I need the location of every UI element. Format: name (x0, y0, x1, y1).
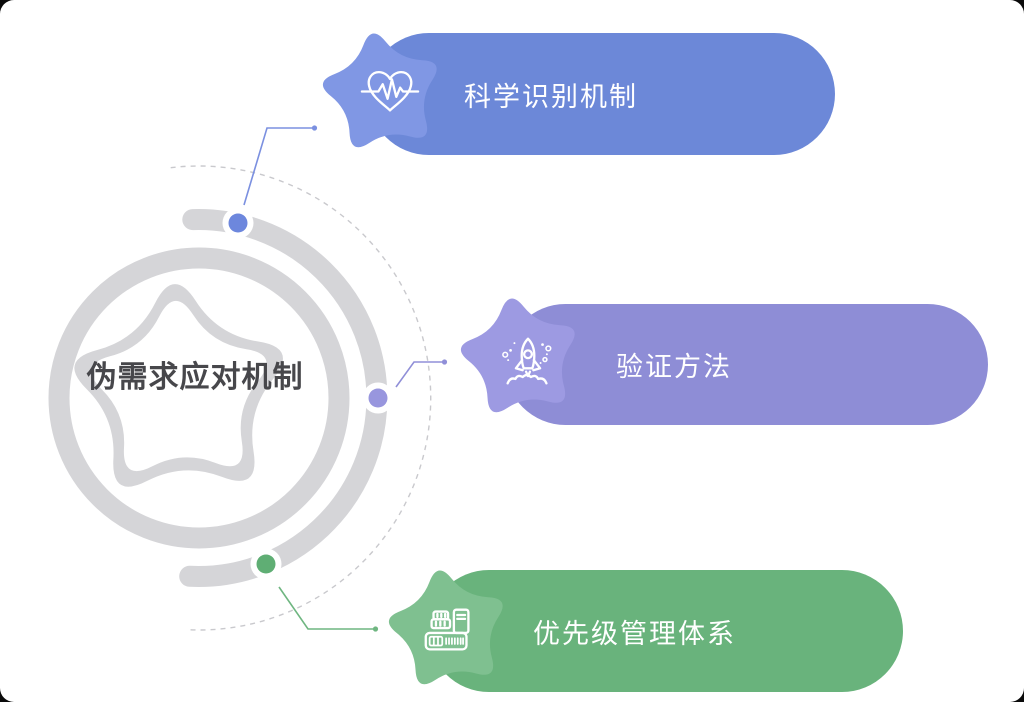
branch-label-priority: 优先级管理体系 (533, 618, 736, 649)
branch-label-science: 科学识别机制 (464, 81, 638, 112)
branch-pill-priority: 优先级管理体系 (428, 570, 903, 692)
rocket-icon (502, 337, 552, 385)
heart-pulse-icon (360, 70, 420, 112)
connector-endpoint-science (311, 125, 318, 131)
connector-line-validation (395, 361, 442, 388)
connector-line-priority (278, 586, 373, 630)
branch-pill-science: 科学识别机制 (368, 33, 835, 155)
branch-label-validation: 验证方法 (616, 352, 732, 382)
branch-pill-validation: 验证方法 (505, 304, 988, 425)
connector-endpoint-priority (372, 626, 379, 632)
factory-machine-icon (424, 608, 470, 651)
arc-dot-priority (256, 554, 276, 574)
arc-dot-science (228, 213, 248, 233)
connector-endpoint-validation (441, 359, 448, 365)
dashed-orbit-arc (170, 165, 432, 631)
arc-dot-validation (368, 388, 388, 408)
connector-line-science (243, 127, 312, 206)
center-topic-label: 伪需求应对机制 (86, 361, 304, 394)
